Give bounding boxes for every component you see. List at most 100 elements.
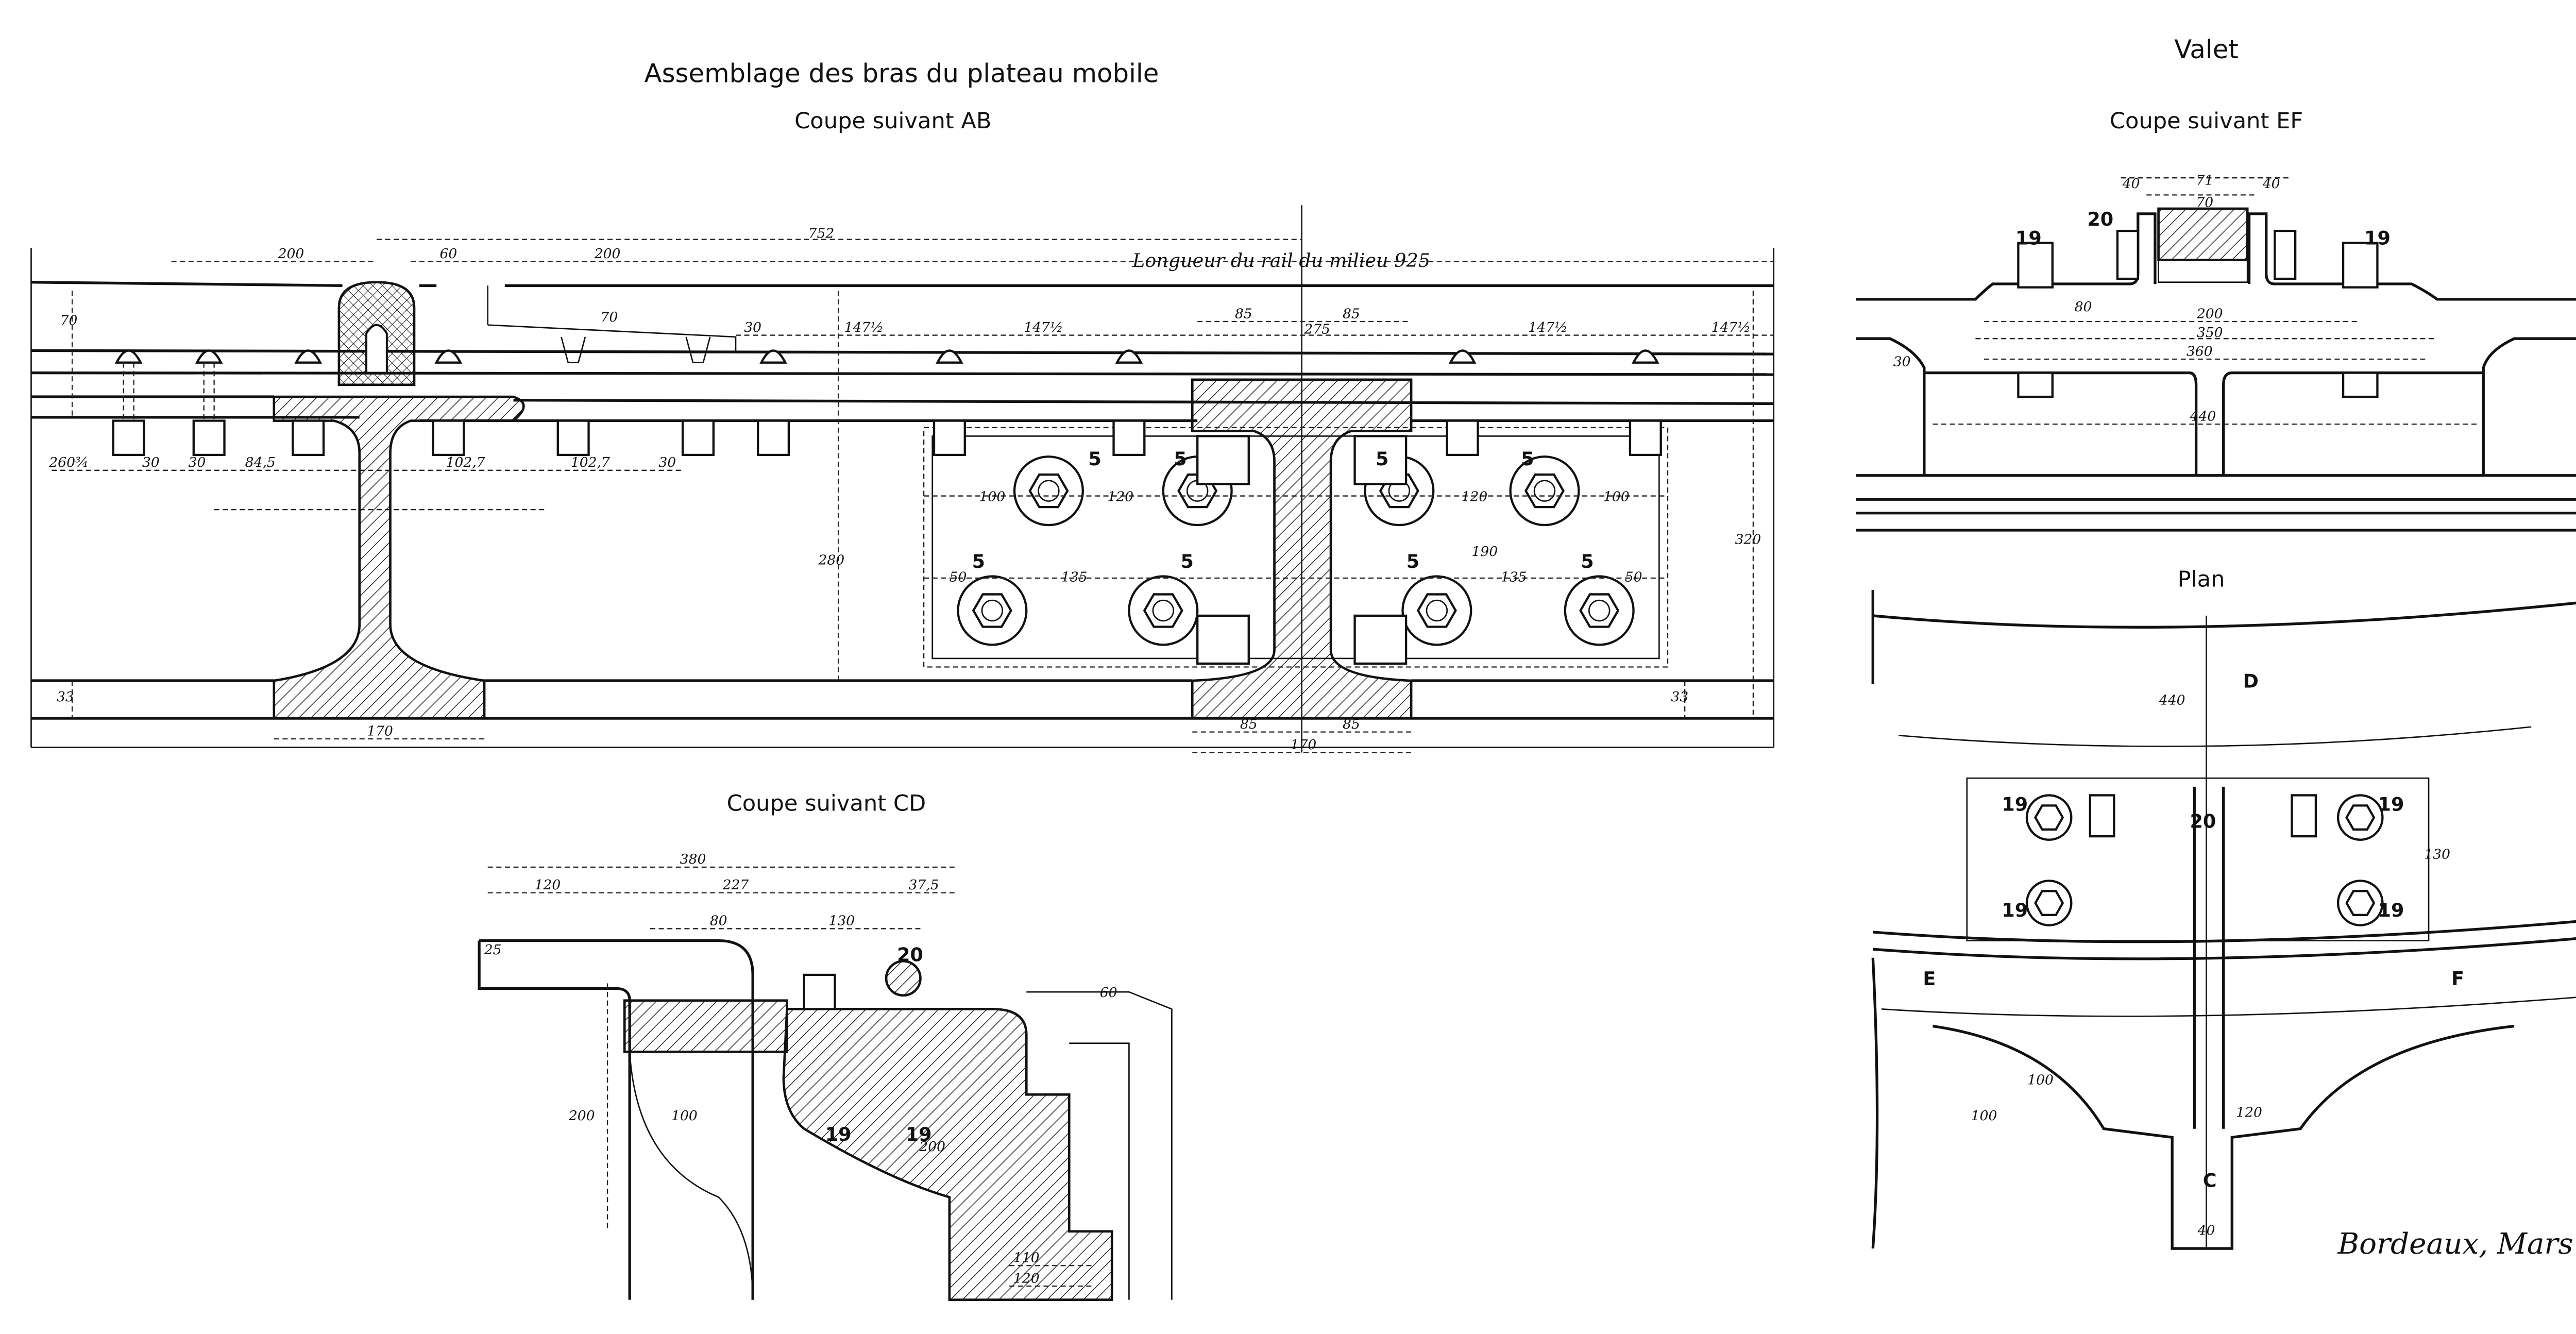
dimension-label: 200 (2196, 306, 2223, 322)
dimension-label: 19 (2015, 227, 2042, 249)
dimension-label: 33 (1671, 689, 1688, 705)
dimension-labels-cd: 380 120 227 37,5 80 130 60 200 100 200 1… (484, 851, 1117, 1286)
dimension-label: 19 (2378, 899, 2404, 921)
dimension-label: 170 (367, 723, 393, 739)
dimension-label: F (2451, 968, 2464, 990)
dimension-label: 110 (1013, 1250, 1040, 1266)
dimension-label: 147½ (1528, 319, 1567, 335)
section-cd-drawing: Coupe suivant CD 380 120 227 37,5 80 130… (478, 790, 1173, 1301)
dimension-label: 60 (1100, 985, 1117, 1001)
dimension-label: 135 (1061, 569, 1088, 585)
dimension-label: 130 (828, 913, 855, 929)
dimension-label: 5 (1521, 448, 1534, 470)
plate-bolts (957, 435, 1635, 665)
dimension-label: 147½ (844, 319, 884, 335)
dimension-label: 5 (1181, 550, 1194, 572)
dimension-label: 70 (60, 313, 78, 329)
dimension-label: 71 (2196, 172, 2213, 188)
dimension-label: 85 (1343, 306, 1360, 322)
dimension-label: 85 (1343, 716, 1360, 732)
dimension-label: 33 (57, 689, 74, 705)
dimension-label: 100 (671, 1108, 698, 1124)
dimension-label: 70 (600, 309, 618, 325)
dimension-label: 200 (594, 246, 621, 262)
dimension-label: 30 (658, 454, 676, 470)
dimension-label: 100 (1971, 1108, 1997, 1124)
dimension-label: 20 (897, 943, 923, 966)
plan-bolts (2025, 794, 2384, 926)
signature-place-date: Bordeaux, Mars 1870 (2337, 1227, 2576, 1261)
dimension-label: 5 (972, 550, 985, 572)
dimension-label: 5 (1376, 448, 1388, 470)
dimension-label: 147½ (1711, 319, 1751, 335)
dimension-label: 5 (1088, 448, 1101, 470)
rail-bolts (112, 336, 1662, 457)
dimension-label: 120 (535, 877, 561, 893)
dimension-label: 190 (1471, 544, 1498, 560)
dimension-label: 102,7 (571, 454, 610, 470)
dimension-label: 80 (710, 913, 727, 929)
dimension-label: 227 (722, 877, 749, 893)
dimension-label: 320 (1735, 532, 1761, 548)
dimension-label: 100 (2027, 1072, 2054, 1088)
dimension-label: 37,5 (909, 877, 939, 893)
valet-subtitle: Coupe suivant EF (2110, 108, 2303, 134)
dimension-label: 350 (2197, 325, 2223, 341)
dimension-label: D (2243, 670, 2259, 692)
dimension-label: 40 (2122, 176, 2140, 192)
dimension-label: 280 (818, 552, 845, 568)
dimension-label: 752 (808, 225, 835, 241)
dimension-label: 30 (189, 454, 206, 470)
dimension-label: 120 (2236, 1104, 2262, 1120)
dimension-label: 135 (1501, 569, 1527, 585)
plan-drawing: Plan D C E F 440 100 100 120 40 130 (1871, 566, 2576, 1250)
dimension-label: 80 (2075, 299, 2092, 315)
dimension-label: 170 (1291, 737, 1317, 753)
main-title: Assemblage des bras du plateau mobile (645, 58, 1159, 88)
dimension-label: C (2203, 1170, 2217, 1192)
dimension-labels-ef: 40 71 40 70 200 350 360 440 30 80 20 19 … (1893, 172, 2391, 424)
dimension-label: 40 (2197, 1222, 2215, 1238)
dimension-label: 100 (979, 489, 1006, 505)
dimension-label: 200 (278, 246, 304, 262)
dimension-label: 30 (1893, 353, 1911, 369)
dimension-label: 85 (1240, 716, 1258, 732)
dimension-label: 360 (2187, 343, 2213, 359)
dimension-label: 25 (484, 942, 502, 958)
dimension-label: 19 (2002, 899, 2028, 921)
dimension-label: 85 (1235, 306, 1252, 322)
dimension-label: 20 (2087, 208, 2113, 230)
valet-title: Valet (2174, 35, 2239, 64)
dimension-label: 5 (1406, 550, 1419, 572)
dimension-label: 275 (1303, 321, 1330, 337)
dimension-label: 19 (825, 1123, 852, 1145)
dimension-label: 19 (2002, 793, 2028, 815)
dimension-label: 30 (142, 454, 160, 470)
dimension-label: 30 (744, 319, 761, 335)
rail-length-note: Longueur du rail du milieu 925 (1132, 249, 1430, 272)
plan-labels: D C E F 440 100 100 120 40 130 19 19 19 … (1923, 670, 2464, 1238)
dimension-label: 19 (906, 1123, 932, 1145)
dimension-label: 200 (919, 1139, 945, 1155)
section-ab-drawing: Assemblage des bras du plateau mobile Co… (30, 58, 1775, 753)
dimension-label: 260¾ (48, 454, 88, 470)
dimension-label: 5 (1581, 550, 1594, 572)
dimension-label: 50 (1625, 569, 1642, 585)
dimension-label: 5 (1174, 448, 1187, 470)
dimension-label: 130 (2424, 846, 2450, 862)
dimension-label: 19 (2364, 227, 2391, 249)
dimension-label: 102,7 (446, 454, 485, 470)
dimension-label: 40 (2262, 176, 2280, 192)
bolt-numbers-ab: 5 5 5 5 5 5 5 5 (972, 448, 1594, 572)
section-cd-title: Coupe suivant CD (727, 790, 926, 816)
dimension-label: E (1923, 968, 1936, 990)
dimension-label: 84,5 (245, 454, 276, 470)
valet-section-ef-drawing: Valet Coupe suivant EF 40 71 40 70 200 3… (1856, 35, 2576, 532)
dimension-label: 100 (1603, 489, 1630, 505)
dimension-label: 120 (1462, 489, 1488, 505)
dimension-label: 440 (2159, 693, 2185, 708)
dimension-label: 147½ (1024, 319, 1063, 335)
dimension-label: 20 (2190, 810, 2216, 833)
dimension-label: 380 (680, 851, 706, 867)
